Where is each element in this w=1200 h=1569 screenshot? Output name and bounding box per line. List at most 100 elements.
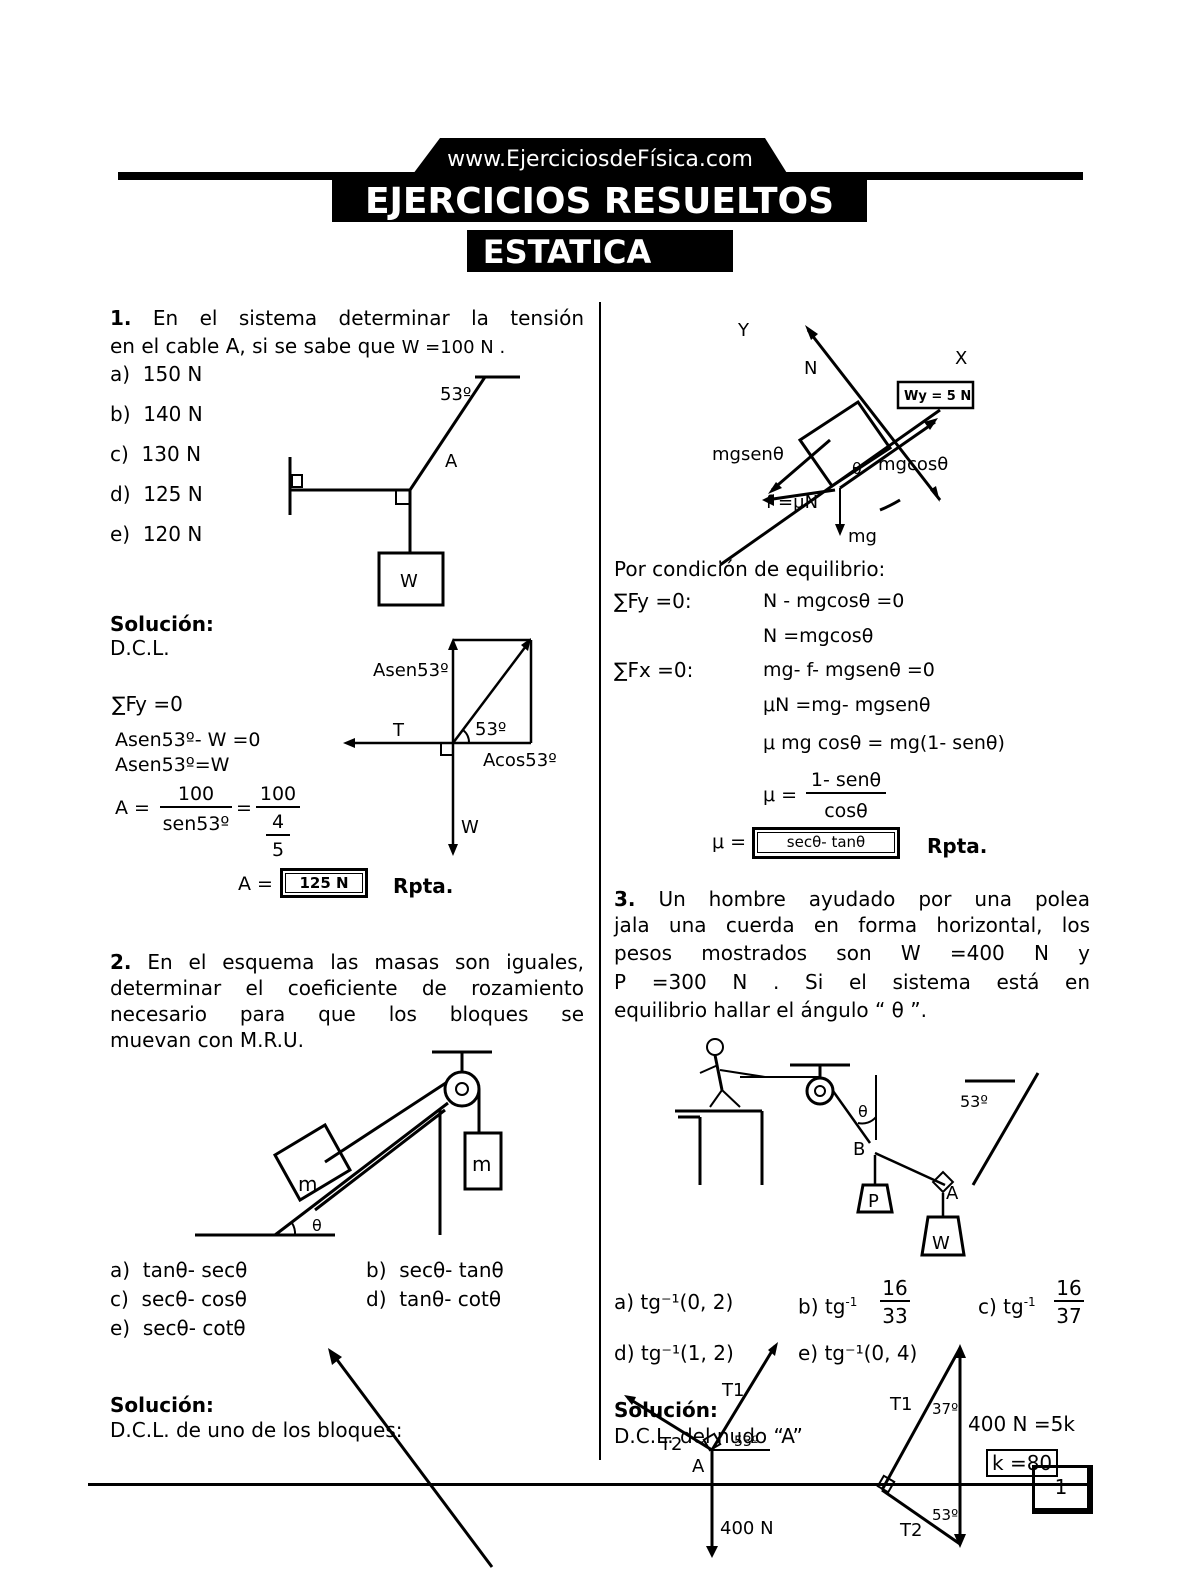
p1-dcl: D.C.L. — [110, 636, 170, 660]
p2-sum-fx: ∑Fx =0: — [614, 658, 694, 682]
p1-text-1: En el sistema determinar la tensión — [152, 306, 584, 330]
p2-line-4: muevan con M.R.U. — [110, 1028, 305, 1052]
p3-option-a[interactable]: a) tg⁻¹(0, 2) — [614, 1290, 734, 1314]
p1-line-2: en el cable A, si se sabe que W =100 N . — [110, 334, 505, 360]
p3-line-5: equilibrio hallar el ángulo “ θ ”. — [614, 998, 927, 1022]
page-subtitle: ESTATICA — [482, 233, 652, 271]
p3-fig-p: P — [868, 1191, 879, 1212]
p3-text-1: Un hombre ayudado por una polea — [658, 887, 1090, 911]
p2-dcl-n: N — [804, 358, 817, 379]
p1-dcl-w: W — [461, 817, 479, 838]
title-banner — [332, 180, 867, 222]
p3-tri-t2: T2 — [899, 1520, 922, 1541]
p1-eq4-den2-num: 4 — [266, 810, 290, 836]
p2-dcl-mgcos: mgcosθ — [878, 454, 948, 475]
stray-arrow — [328, 1348, 494, 1568]
p2-dcl-mg: mg — [848, 526, 877, 547]
p2-mu-den: cosθ — [824, 800, 868, 822]
p3-eq: 400 N =5k — [968, 1412, 1075, 1436]
p1-dcl-asen: Asen53º — [373, 660, 449, 681]
p2-solution-title: Solución: — [110, 1393, 214, 1417]
p2-equilibrium: Por condición de equilibrio: — [614, 557, 886, 581]
p2-mu-num: 1- senθ — [806, 768, 886, 794]
man-figure — [706, 1038, 724, 1056]
p1-option-d[interactable]: d) 125 N — [110, 482, 203, 506]
header-tab — [410, 138, 790, 178]
p1-fig-label-a: A — [445, 451, 458, 472]
p2-ans-lhs: μ = — [712, 831, 747, 853]
p1-dcl-angle: 53º — [475, 719, 506, 740]
p1-answer: 125 N — [285, 873, 363, 893]
page-number: 1 — [1032, 1465, 1093, 1514]
p2-fig-m2: m — [472, 1152, 491, 1176]
p1-solution-title: Solución: — [110, 612, 214, 636]
p3-dcl-t1: T1 — [721, 1380, 744, 1401]
p1-eq1: ∑Fy =0 — [112, 692, 183, 716]
p1-eq3: Asen53º=W — [115, 754, 230, 776]
p1-eq4-num1: 100 — [160, 782, 232, 808]
p3-line-4: P =300 N . Si el sistema está en — [614, 970, 1090, 994]
p1-answer-prefix: A = — [238, 873, 273, 895]
site-url[interactable]: www.EjerciciosdeFísica.com — [447, 147, 753, 172]
p3-figure: θ B P A W 53º — [675, 1038, 1040, 1257]
p2-fig-theta: θ — [312, 1216, 322, 1235]
p3-line-1: 3. Un hombre ayudado por una polea — [614, 887, 1090, 911]
p1-figure: 53º A W — [288, 375, 520, 607]
p1-answer-box: 125 N — [280, 868, 368, 898]
p2-answer-box: secθ- tanθ — [752, 827, 900, 859]
subtitle-banner — [467, 230, 733, 272]
p1-text-2: en el cable A, si se sabe que — [110, 334, 396, 358]
p2-dcl-f: f =μN — [766, 492, 818, 513]
p1-option-e[interactable]: e) 120 N — [110, 522, 203, 546]
p1-line-1: 1. En el sistema determinar la tensión — [110, 306, 584, 330]
p2-eq-fx2: μN =mg- mgsenθ — [763, 694, 931, 716]
p2-dcl-box: Wy = 5 N — [904, 389, 971, 404]
p3-option-d[interactable]: d) tg⁻¹(1, 2) — [614, 1341, 734, 1365]
p3-tri-37: 37º — [932, 1400, 958, 1418]
p1-eq4-num2: 100 — [256, 782, 300, 808]
p2-dcl-mgsen: mgsenθ — [712, 444, 784, 465]
p3-dcl-t2: T2 — [659, 1434, 682, 1455]
p1-dcl-figure: Asen53º T 53º Acos53º W — [343, 638, 557, 856]
p2-answer: secθ- tanθ — [757, 832, 895, 853]
p3-force-triangle: T1 37º T2 53º — [876, 1344, 966, 1548]
p3-fig-w: W — [932, 1233, 950, 1254]
p3-option-e[interactable]: e) tg⁻¹(0, 4) — [798, 1341, 918, 1365]
page-title: EJERCICIOS RESUELTOS — [364, 181, 835, 222]
p3-fig-angle: 53º — [960, 1092, 988, 1111]
p3-option-c[interactable]: c) tg-1 — [978, 1294, 1036, 1319]
p3-tri-t1: T1 — [889, 1394, 912, 1415]
p2-rpta: Rpta. — [927, 834, 988, 858]
p2-option-e[interactable]: e) secθ- cotθ — [110, 1316, 246, 1340]
header-graphic — [118, 138, 1083, 272]
p1-option-c[interactable]: c) 130 N — [110, 442, 202, 466]
p3-fig-b: B — [853, 1139, 865, 1160]
p1-rpta: Rpta. — [393, 874, 454, 898]
p2-dcl: D.C.L. de uno de los bloques: — [110, 1418, 403, 1442]
p1-dcl-acos: Acos53º — [483, 750, 557, 771]
p3-number: 3. — [614, 887, 636, 911]
p2-option-d[interactable]: d) tanθ- cotθ — [366, 1287, 502, 1311]
p3-fig-theta: θ — [858, 1102, 868, 1121]
p1-option-a[interactable]: a) 150 N — [110, 362, 203, 386]
p3-dcl-knot: T1 T2 A 53º 400 N — [624, 1342, 778, 1558]
p2-eq-fx3: μ mg cosθ = mg(1- senθ) — [763, 732, 1005, 754]
p1-option-b[interactable]: b) 140 N — [110, 402, 203, 426]
p2-dcl-theta: θ — [852, 459, 862, 478]
p1-eq4-den2-den: 5 — [271, 839, 285, 861]
p2-dcl-y: Y — [737, 320, 750, 341]
p3-dcl-a: A — [692, 1456, 705, 1477]
p3-option-b[interactable]: b) tg-1 — [798, 1294, 858, 1319]
p3-line-3: pesos mostrados son W =400 N y — [614, 941, 1090, 965]
p2-option-a[interactable]: a) tanθ- secθ — [110, 1258, 248, 1282]
p2-sum-fy: ∑Fy =0: — [614, 589, 692, 613]
p1-eq4-lhs: A = — [115, 797, 150, 819]
p3-dcl-53: 53º — [734, 1434, 758, 1450]
p1-fig-label-w: W — [400, 571, 418, 592]
p1-given: W =100 N . — [401, 337, 506, 358]
p2-option-b[interactable]: b) secθ- tanθ — [366, 1258, 504, 1282]
p1-eq4-den1: sen53º — [162, 813, 230, 835]
p2-line-1: 2. En el esquema las masas son iguales, — [110, 950, 584, 974]
p2-option-c[interactable]: c) secθ- cosθ — [110, 1287, 247, 1311]
p3-fig-a: A — [946, 1183, 959, 1204]
